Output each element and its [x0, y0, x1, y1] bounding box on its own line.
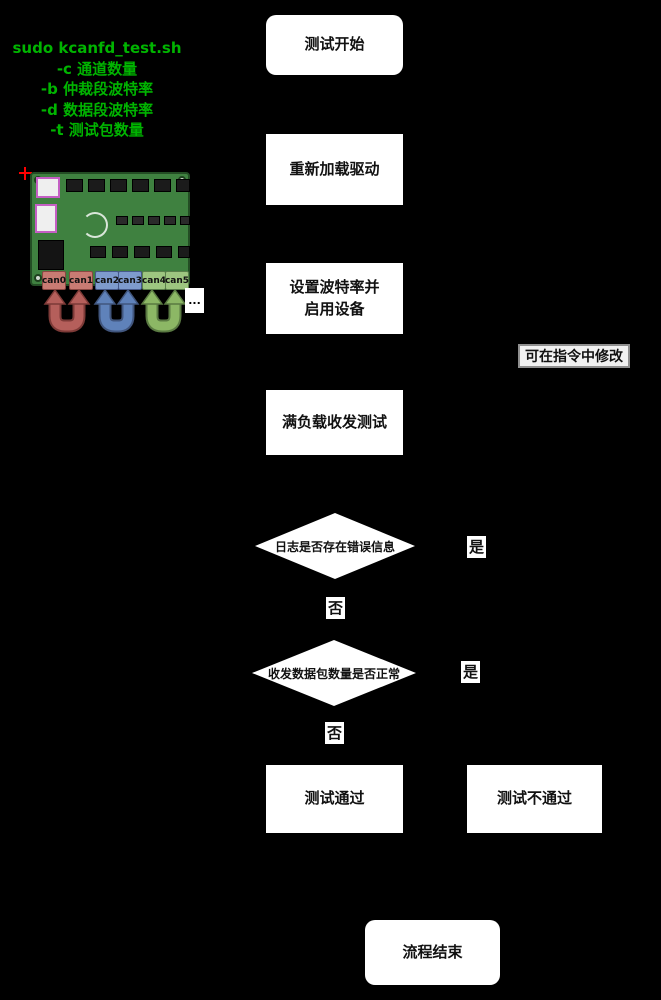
ic-chip-icon: [90, 246, 106, 258]
channel-pair-arrows-icon: [43, 290, 186, 333]
ic-chip-icon: [176, 179, 190, 192]
node-decision-packet-count: 收发数据包数量是否正常: [252, 640, 416, 706]
ic-chip-icon: [164, 216, 176, 225]
node-set-baudrate-line2: 启用设备: [304, 299, 365, 318]
node-set-baudrate-line1: 设置波特率并: [289, 277, 380, 296]
ic-chip-icon: [110, 179, 127, 192]
port-can0: can0: [42, 271, 66, 290]
ic-chip-icon: [116, 216, 128, 225]
label-yes-packets: 是: [461, 661, 481, 683]
usb-connector-icon: [36, 177, 60, 198]
command-option-c: -c 通道数量: [56, 59, 138, 78]
diamond-shape-icon: [255, 513, 415, 579]
command-title: sudo kcanfd_test.sh: [12, 39, 182, 57]
node-end-label: 流程结束: [402, 942, 463, 961]
port-can3: can3: [118, 271, 142, 290]
usb-connector-icon: [35, 204, 57, 233]
node-full-load-test: 满负载收发测试: [266, 390, 403, 455]
ic-chip-icon: [132, 179, 149, 192]
node-reload-driver: 重新加载驱动: [266, 134, 403, 205]
node-set-baudrate: 设置波特率并 启用设备: [266, 263, 403, 334]
node-full-load-test-label: 满负载收发测试: [281, 412, 387, 431]
ic-chip-icon: [38, 240, 64, 270]
ic-chip-icon: [132, 216, 144, 225]
ic-chip-icon: [156, 246, 172, 258]
node-reload-driver-label: 重新加载驱动: [289, 159, 380, 178]
more-channels-ellipsis: ...: [185, 288, 204, 313]
ic-chip-icon: [180, 216, 190, 225]
node-test-pass-label: 测试通过: [304, 789, 365, 808]
diamond-shape-icon: [252, 640, 416, 706]
node-decision-log-errors: 日志是否存在错误信息: [255, 513, 415, 579]
port-can2: can2: [95, 271, 119, 290]
ic-chip-icon: [88, 179, 105, 192]
node-end: 流程结束: [365, 920, 500, 985]
port-can4: can4: [142, 271, 166, 290]
ic-chip-icon: [154, 179, 171, 192]
crosshair-marker-icon: [19, 167, 32, 180]
note-editable-in-command: 可在指令中修改: [518, 344, 630, 368]
ic-chip-icon: [66, 179, 83, 192]
command-text-block: sudo kcanfd_test.sh -c 通道数量 -b 仲裁段波特率 -d…: [8, 38, 186, 141]
port-can1: can1: [69, 271, 93, 290]
command-option-b: -b 仲裁段波特率: [40, 80, 154, 98]
ic-chip-icon: [178, 246, 190, 258]
command-option-t: -t 测试包数量: [50, 121, 144, 139]
port-can5: can5: [165, 271, 189, 290]
mounting-hole-icon: [34, 274, 42, 282]
node-start-label: 测试开始: [304, 35, 365, 54]
decision-packet-count-label: 收发数据包数量是否正常: [267, 666, 400, 681]
node-test-fail: 测试不通过: [467, 765, 602, 833]
pcb-board-image: can0 can1 can2 can3 can4 can5: [30, 172, 190, 290]
ic-chip-icon: [112, 246, 128, 258]
label-yes-log: 是: [467, 536, 487, 558]
ic-chip-icon: [134, 246, 150, 258]
node-test-pass: 测试通过: [266, 765, 403, 833]
decision-log-errors-label: 日志是否存在错误信息: [274, 539, 395, 554]
command-option-d: -d 数据段波特率: [40, 100, 154, 119]
brand-logo-icon: [82, 212, 108, 238]
label-no-log: 否: [326, 597, 346, 619]
ic-chip-icon: [148, 216, 160, 225]
node-test-fail-label: 测试不通过: [496, 789, 572, 808]
label-no-packets: 否: [325, 722, 345, 744]
node-start: 测试开始: [266, 15, 403, 75]
